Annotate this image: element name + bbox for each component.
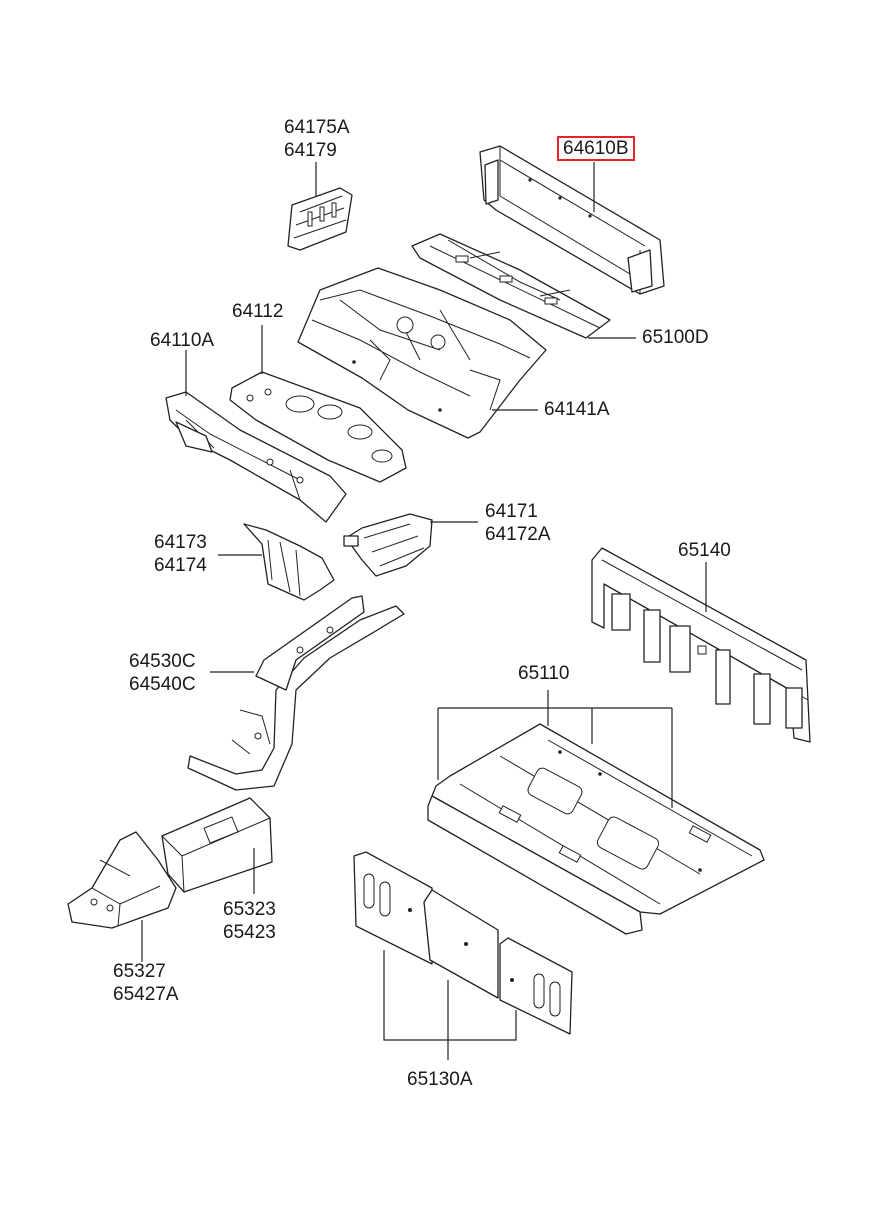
label-65323[interactable]: 65323 xyxy=(223,899,276,920)
label-65140[interactable]: 65140 xyxy=(678,540,731,561)
part-64171-bracket[interactable] xyxy=(343,513,478,577)
part-64141A-center-floor[interactable] xyxy=(297,267,547,439)
label-65110-group[interactable]: 65110 xyxy=(518,662,569,685)
part-65100D-floor-rail[interactable] xyxy=(411,233,636,339)
label-64141A[interactable]: 64141A xyxy=(544,399,610,420)
label-64172A[interactable]: 64172A xyxy=(485,524,551,545)
label-64173[interactable]: 64173 xyxy=(154,532,207,553)
part-65323-side-member[interactable] xyxy=(161,797,273,894)
label-65130A-group[interactable]: 65130A xyxy=(407,1068,473,1091)
part-64110A-side-member[interactable] xyxy=(165,350,347,523)
label-64179[interactable]: 64179 xyxy=(284,140,337,161)
part-65130A-floor-pan[interactable] xyxy=(353,851,573,1060)
label-64171-group[interactable]: 64171 64172A xyxy=(485,500,551,546)
label-64110A-group[interactable]: 64110A xyxy=(150,329,214,352)
label-64540C[interactable]: 64540C xyxy=(129,674,196,695)
label-64175A-group[interactable]: 64175A 64179 xyxy=(284,116,350,162)
label-64610B-group[interactable]: 64610B xyxy=(557,136,635,161)
label-64171[interactable]: 64171 xyxy=(485,501,538,522)
part-65327-extension[interactable] xyxy=(67,831,177,962)
label-64175A[interactable]: 64175A xyxy=(284,117,350,138)
label-65110[interactable]: 65110 xyxy=(518,663,570,684)
label-64610B[interactable]: 64610B xyxy=(557,136,635,161)
part-65110-rear-floor[interactable] xyxy=(427,690,765,935)
label-65327-group[interactable]: 65327 65427A xyxy=(113,960,179,1006)
label-64112[interactable]: 64112 xyxy=(232,301,284,322)
label-64174[interactable]: 64174 xyxy=(154,555,207,576)
label-64530C-group[interactable]: 64530C 64540C xyxy=(129,650,196,696)
label-64173-group[interactable]: 64173 64174 xyxy=(154,531,207,577)
part-64610B-crossmember[interactable] xyxy=(479,145,665,295)
label-65327[interactable]: 65327 xyxy=(113,961,166,982)
label-65423[interactable]: 65423 xyxy=(223,922,276,943)
label-65100D-group[interactable]: 65100D xyxy=(642,326,709,349)
part-64173-bracket[interactable] xyxy=(218,523,335,601)
part-64530C-front-member[interactable] xyxy=(187,595,405,791)
label-65323-group[interactable]: 65323 65423 xyxy=(223,898,276,944)
part-64112-floor-panel[interactable] xyxy=(229,325,407,483)
part-65140-rear-panel[interactable] xyxy=(591,547,811,743)
label-65427A[interactable]: 65427A xyxy=(113,984,179,1005)
label-64112-group[interactable]: 64112 xyxy=(232,300,283,323)
label-65140-group[interactable]: 65140 xyxy=(678,539,731,562)
label-65100D[interactable]: 65100D xyxy=(642,327,709,348)
label-65130A[interactable]: 65130A xyxy=(407,1069,473,1090)
label-64110A[interactable]: 64110A xyxy=(150,330,215,351)
label-64530C[interactable]: 64530C xyxy=(129,651,196,672)
part-64175A-bracket[interactable] xyxy=(287,162,353,251)
label-64141A-group[interactable]: 64141A xyxy=(544,398,610,421)
